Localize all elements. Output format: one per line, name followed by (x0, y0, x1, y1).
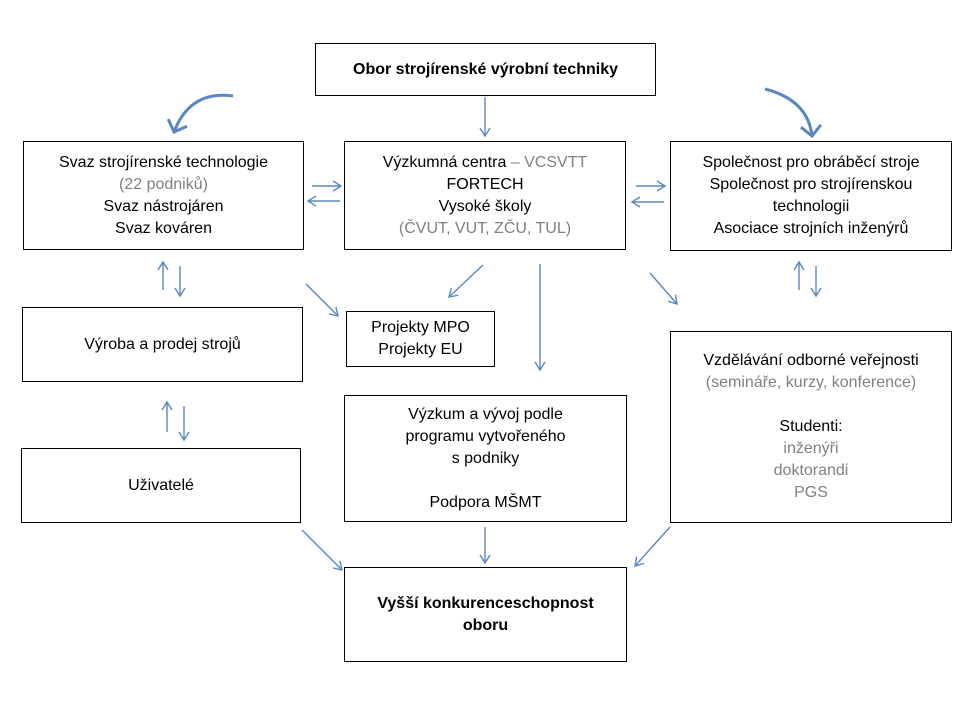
result-line-1: Vyšší konkurenceschopnost (377, 594, 594, 612)
assoc-line-3: Svaz nástrojáren (103, 197, 224, 215)
arrow-left-to-projects (305, 283, 339, 317)
society-line-3: technologii (772, 198, 850, 215)
production-box: Výroba a prodej strojů (22, 307, 303, 382)
rnd-line-2: programu vytvořeného (405, 427, 566, 445)
curved-arrow-left (166, 93, 234, 134)
research-line-1: Výzkumná centra – VCSVTT (383, 152, 588, 174)
research-line-3: Vysoké školy (438, 197, 532, 215)
education-line-2: (semináře, kurzy, konference) (705, 374, 917, 391)
society-line-4: Asociace strojních inženýrů (713, 220, 909, 237)
field-title-box: Obor strojírenské výrobní techniky (315, 43, 656, 96)
research-line-2: FORTECH (446, 175, 524, 193)
production-label: Výroba a prodej strojů (84, 335, 241, 353)
research-line-1a: Výzkumná centra (382, 153, 507, 171)
users-box: Uživatelé (21, 448, 301, 523)
arrow-research-to-projects (448, 264, 484, 298)
users-label: Uživatelé (128, 476, 194, 494)
rnd-box: Výzkum a vývoj podle programu vytvořenéh… (344, 395, 627, 522)
rnd-line-4: Podpora MŠMT (429, 493, 542, 511)
society-line-1: Společnost pro obráběcí stroje (702, 154, 920, 171)
research-line-4: (ČVUT, VUT, ZČU, TUL) (398, 219, 572, 237)
projects-line-1: Projekty MPO (371, 319, 470, 336)
arrow-users-to-result (301, 529, 343, 571)
projects-line-2: Projekty EU (378, 341, 463, 358)
result-line-2: oboru (462, 616, 509, 634)
curved-arrow-right (764, 87, 823, 139)
education-line-3: Studenti: (779, 418, 843, 435)
left-associations-box: Svaz strojírenské technologie (22 podnik… (23, 141, 304, 250)
projects-box: Projekty MPO Projekty EU (346, 311, 495, 367)
result-box: Vyšší konkurenceschopnost oboru (344, 567, 627, 662)
assoc-line-4: Svaz kováren (115, 219, 212, 237)
education-box: Vzdělávání odborné veřejnosti (semináře,… (670, 331, 952, 523)
education-line-5: doktorandi (773, 462, 849, 479)
education-line-4: inženýři (783, 440, 839, 457)
education-line-6: PGS (794, 484, 828, 501)
right-societies-box: Společnost pro obráběcí stroje Společnos… (670, 141, 952, 251)
assoc-line-2: (22 podniků) (119, 175, 208, 193)
education-line-1: Vzdělávání odborné veřejnosti (703, 352, 919, 369)
research-centers-box: Výzkumná centra – VCSVTT FORTECH Vysoké … (344, 141, 626, 250)
field-title: Obor strojírenské výrobní techniky (353, 60, 618, 78)
research-line-1b: – VCSVTT (506, 153, 588, 171)
assoc-line-1: Svaz strojírenské technologie (59, 153, 268, 171)
arrow-research-to-education (649, 272, 678, 305)
rnd-line-1: Výzkum a vývoj podle (408, 405, 563, 423)
society-line-2: Společnost pro strojírenskou (709, 176, 913, 193)
arrow-education-to-result (634, 526, 671, 567)
rnd-line-3: s podniky (451, 449, 520, 467)
